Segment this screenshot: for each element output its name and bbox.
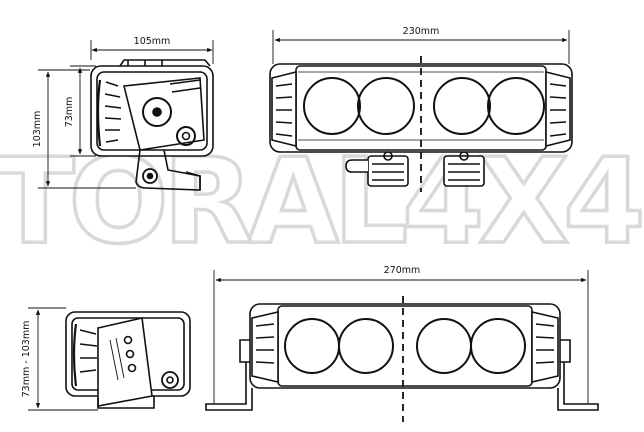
dim-label-105: 105mm: [134, 36, 171, 47]
side-view-bottom: [65, 311, 191, 409]
front-view-top: [269, 63, 573, 187]
dim-label-73: 73mm: [64, 97, 75, 128]
dim-label-270: 270mm: [384, 265, 421, 276]
dim-lines-top-side: [38, 40, 214, 189]
side-view-top: [90, 59, 214, 191]
dim-label-73-103: 73mm - 103mm: [21, 321, 32, 398]
dim-lines-top-front: [272, 30, 570, 64]
dim-label-103: 103mm: [32, 111, 43, 148]
dim-lines-bottom-side: [28, 307, 98, 411]
dim-lines-bottom-front: [213, 270, 589, 404]
dim-label-230: 230mm: [403, 26, 440, 37]
front-view-bottom: [205, 303, 599, 411]
